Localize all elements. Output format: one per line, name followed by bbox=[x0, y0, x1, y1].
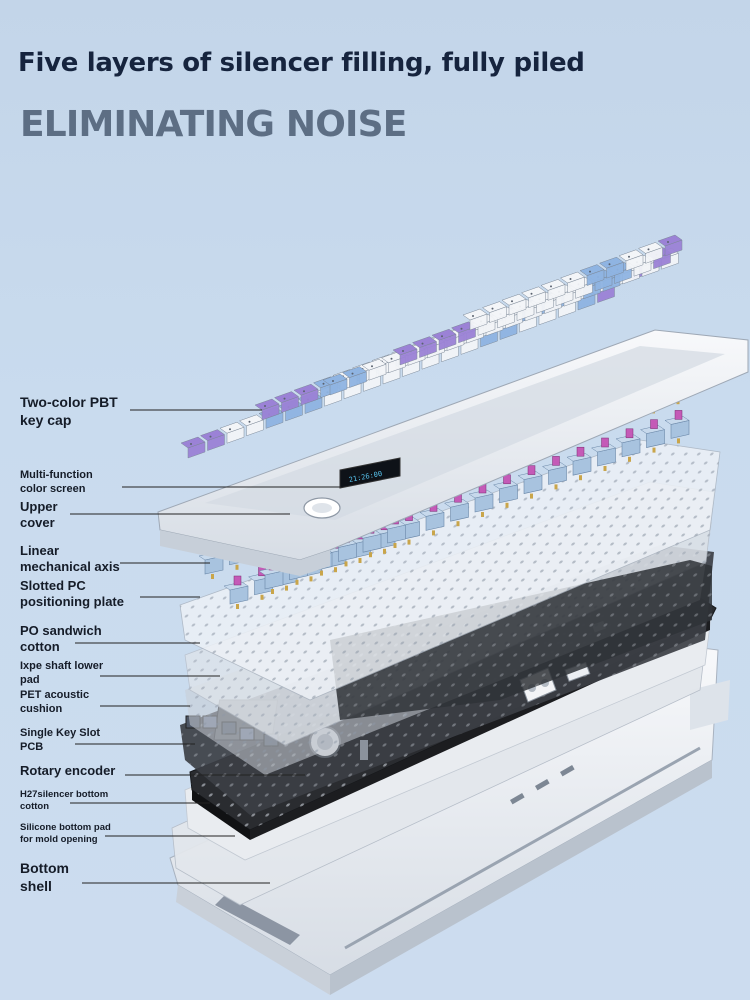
keycap bbox=[520, 286, 547, 309]
keycap bbox=[254, 398, 280, 421]
keycap bbox=[481, 301, 508, 323]
switch bbox=[223, 575, 249, 609]
keycap bbox=[273, 391, 300, 413]
switch bbox=[615, 428, 641, 462]
keycap bbox=[199, 429, 226, 451]
switch bbox=[664, 410, 690, 444]
keycap bbox=[341, 366, 368, 388]
keycap bbox=[598, 256, 625, 279]
keycap bbox=[411, 336, 438, 358]
subhead: ELIMINATING NOISE bbox=[20, 104, 407, 145]
keycap bbox=[392, 343, 418, 366]
keycap bbox=[618, 249, 644, 272]
leader-lines bbox=[70, 409, 340, 884]
switch bbox=[541, 456, 568, 490]
keycap bbox=[540, 279, 566, 301]
keycap bbox=[361, 358, 387, 381]
keycap bbox=[322, 373, 348, 396]
keycap bbox=[579, 264, 605, 286]
dark-layer bbox=[330, 560, 712, 720]
switch bbox=[517, 465, 543, 499]
switch bbox=[443, 492, 470, 527]
switch bbox=[639, 419, 666, 453]
keycap bbox=[431, 328, 457, 351]
switch bbox=[468, 483, 494, 517]
keycap bbox=[462, 308, 488, 331]
switch bbox=[566, 446, 592, 481]
switch bbox=[492, 474, 519, 508]
switch bbox=[590, 437, 617, 471]
keycap bbox=[559, 271, 586, 294]
keycap bbox=[293, 383, 319, 406]
keycap bbox=[657, 234, 683, 257]
keycap-set bbox=[180, 234, 683, 459]
keycap bbox=[501, 293, 527, 316]
keycap bbox=[238, 414, 265, 437]
color-screen: 21:26:00 bbox=[339, 457, 401, 489]
upper-cover: 21:26:00 bbox=[157, 329, 749, 576]
label-encoder: Rotary encoder bbox=[20, 763, 116, 778]
headline: Five layers of silencer filling, fully p… bbox=[18, 48, 585, 78]
switch bbox=[419, 502, 445, 536]
keycap bbox=[219, 421, 245, 444]
keycap bbox=[180, 436, 206, 459]
keycap bbox=[637, 242, 664, 264]
